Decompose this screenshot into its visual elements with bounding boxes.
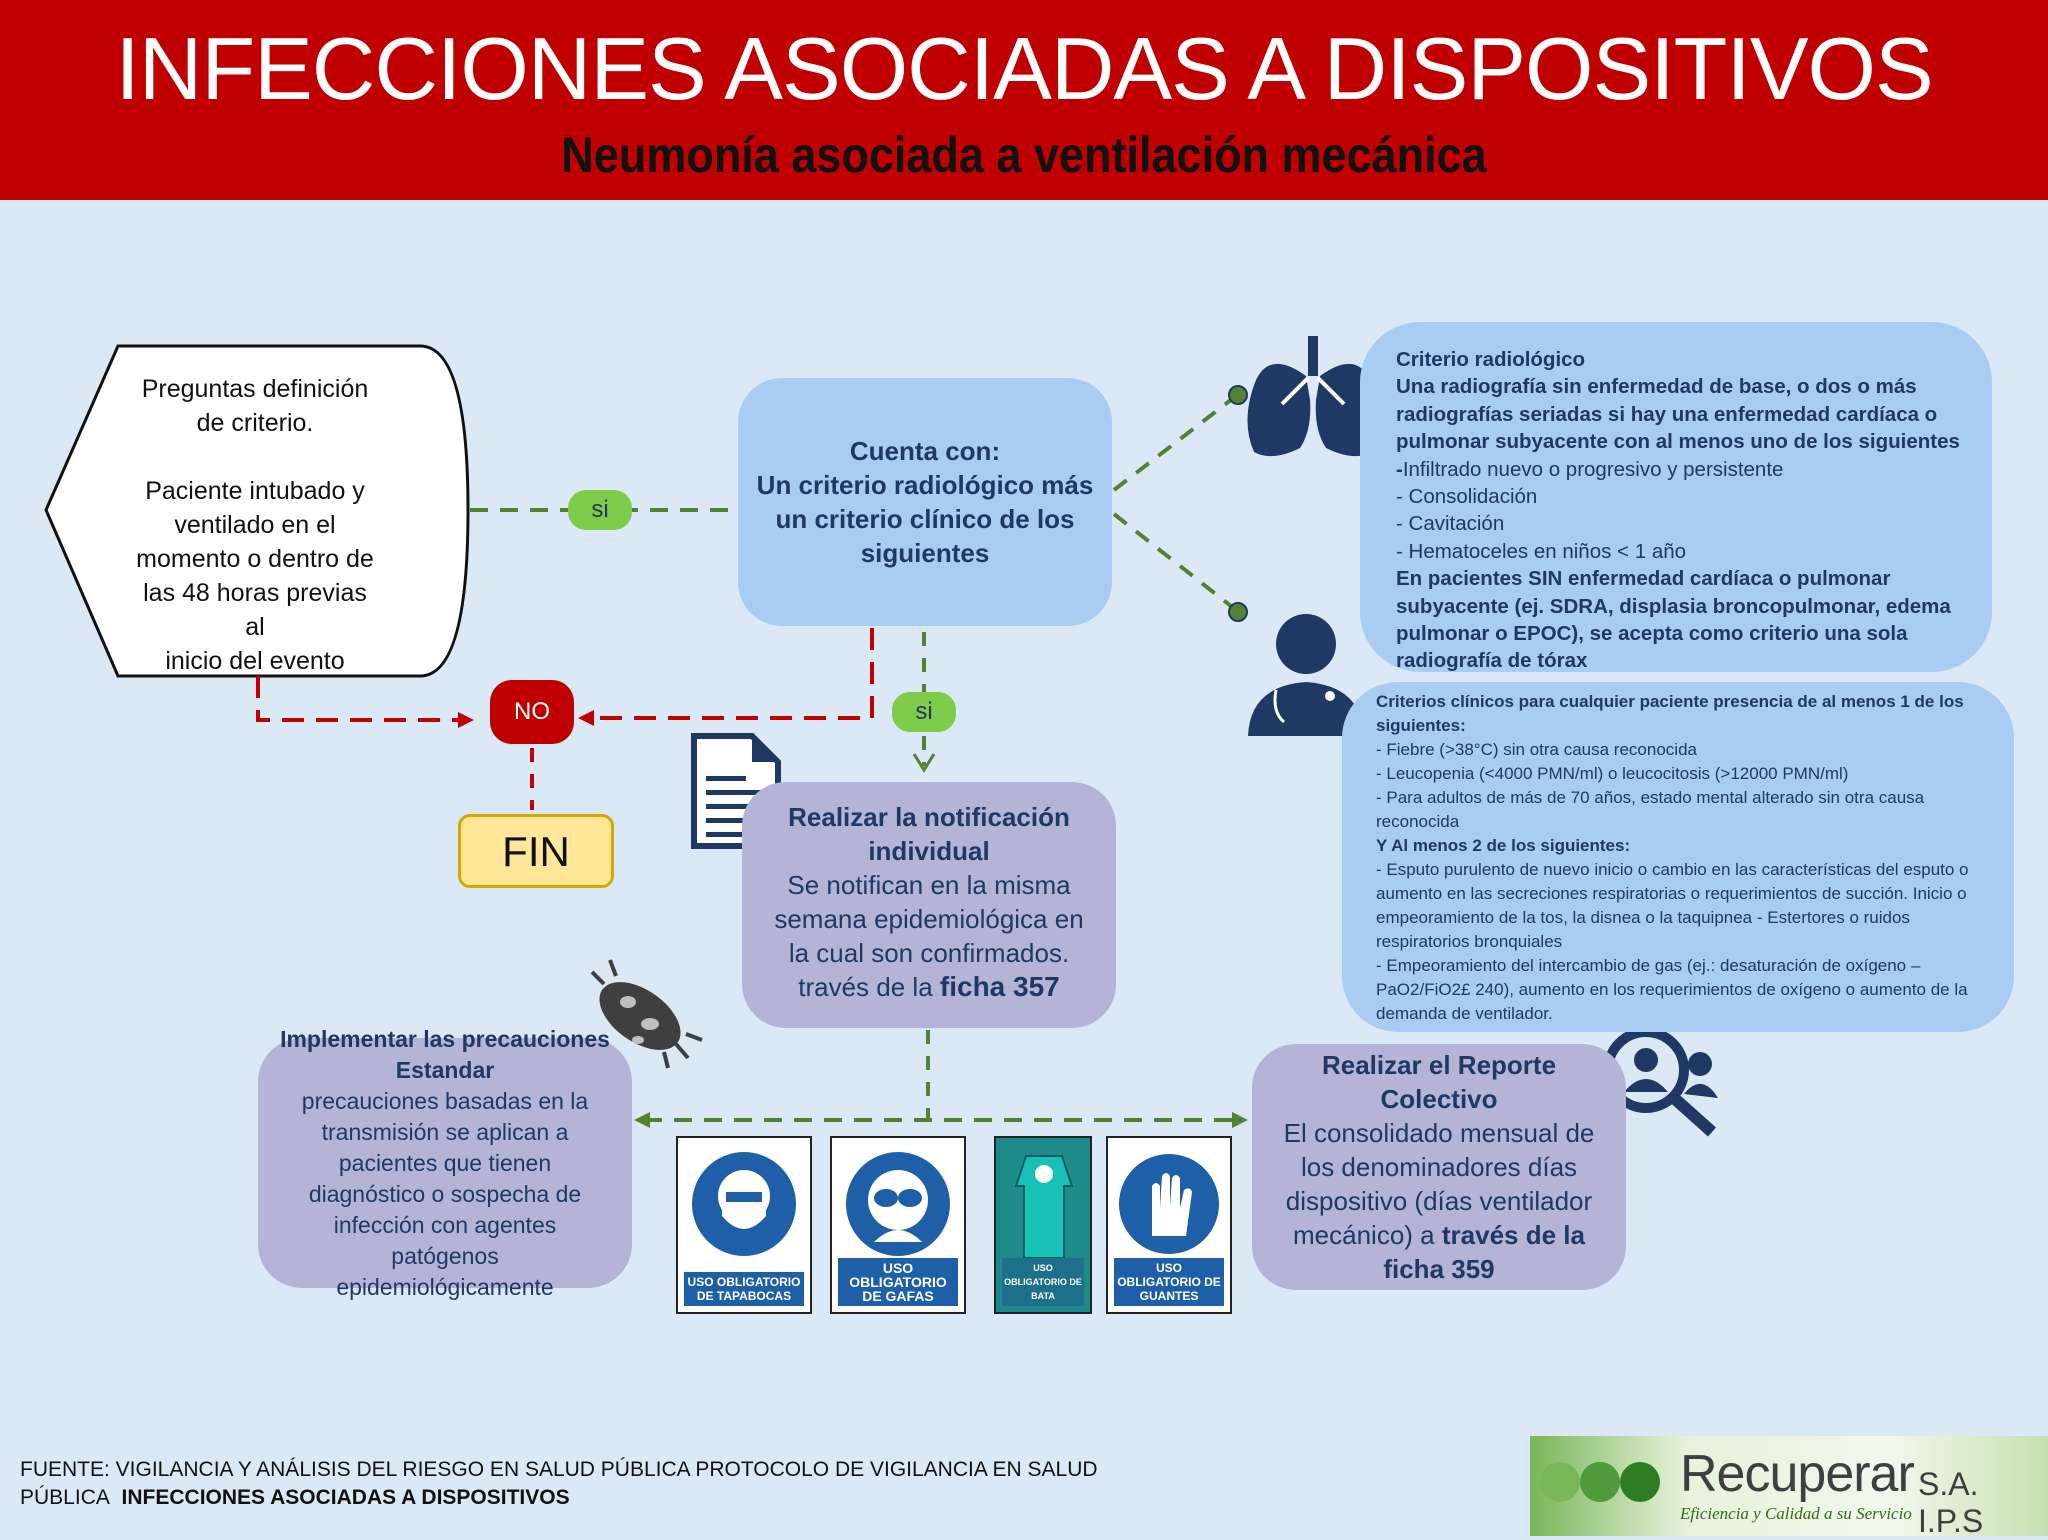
radiologic-note: En pacientes SIN enfermedad cardíaca o p… — [1396, 567, 1951, 673]
clinical-item: - Empeoramiento del intercambio de gas (… — [1376, 956, 1968, 1023]
sign-label: USO OBLIGATORIO DE GUANTES — [1114, 1258, 1224, 1306]
question-line: momento o dentro de — [136, 545, 374, 573]
clinical-item: - Fiebre (>38°C) sin otra causa reconoci… — [1376, 740, 1697, 759]
criteria-question-line: siguientes — [860, 538, 990, 568]
node-radiologico — [1228, 385, 1248, 405]
company-logo — [1530, 1436, 2048, 1536]
node-clinico — [1228, 602, 1248, 622]
mask-icon — [692, 1152, 796, 1256]
arrow-left-no — [578, 710, 594, 726]
header-banner — [0, 0, 2048, 200]
logo-dots-icon — [1540, 1462, 1660, 1502]
yes-label: si — [568, 490, 632, 530]
sign-mask: USO OBLIGATORIO DE TAPABOCAS — [676, 1136, 812, 1314]
notification-text: Se notifican en la misma semana epidemio… — [774, 870, 1084, 1002]
individual-notification-box: Realizar la notificación individual Se n… — [742, 782, 1116, 1028]
report-body: El consolidado mensual de los denominado… — [1276, 1116, 1602, 1286]
notification-ficha: ficha 357 — [939, 971, 1060, 1002]
clinical-criteria-box: Criterios clínicos para cualquier pacien… — [1342, 682, 2014, 1032]
clinical-subtitle: Y Al menos 2 de los siguientes: — [1376, 836, 1631, 855]
clinical-item: - Leucopenia (<4000 PMN/ml) o leucocitos… — [1376, 764, 1849, 783]
notification-body: Se notifican en la misma semana epidemio… — [764, 868, 1094, 1004]
question-line: Paciente intubado y — [145, 477, 365, 505]
sign-label: USO OBLIGATORIO DE TAPABOCAS — [684, 1272, 804, 1306]
arrow-left-precauciones — [634, 1112, 650, 1128]
question-shape — [44, 344, 470, 678]
yes-label: si — [892, 692, 956, 732]
standard-precautions-box: Implementar las precauciones Estandar pr… — [258, 1026, 632, 1300]
arrow-right-no — [458, 712, 474, 728]
doctor-icon — [1248, 614, 1364, 736]
connector-question-no — [256, 676, 462, 722]
source-bold-text: INFECCIONES ASOCIADAS A DISPOSITIVOS — [121, 1486, 570, 1509]
clinical-item: - Esputo purulento de nuevo inicio o cam… — [1376, 860, 1969, 951]
sign-gloves: USO OBLIGATORIO DE GUANTES — [1106, 1136, 1232, 1314]
lungs-icon — [1247, 336, 1379, 457]
logo-suffix: S.A. I.P.S — [1918, 1466, 1984, 1539]
clinical-title: Criterios clínicos para cualquier pacien… — [1376, 692, 1964, 735]
page-title: INFECCIONES ASOCIADAS A DISPOSITIVOS — [115, 19, 1933, 118]
logo-tagline: Eficiencia y Calidad a su Servicio — [1680, 1504, 1912, 1523]
report-ficha: través de la ficha 359 — [1383, 1220, 1585, 1284]
radiologic-title: Criterio radiológico — [1396, 348, 1586, 371]
radiologic-intro: Una radiografía sin enfermedad de base, … — [1396, 375, 1960, 454]
report-title: Realizar el Reporte Colectivo — [1321, 1050, 1557, 1114]
criteria-question-box: Cuenta con: Un criterio radiológico más … — [738, 378, 1112, 626]
sign-label: USO OBLIGATORIO DE BATA — [1002, 1258, 1084, 1306]
sign-label: USO OBLIGATORIO DE GAFAS — [838, 1258, 958, 1306]
precautions-title: Implementar las precauciones Estandar — [280, 1025, 610, 1083]
source-text: FUENTE: VIGILANCIA Y ANÁLISIS DEL RIESGO… — [20, 1458, 1098, 1509]
gown-icon — [1014, 1155, 1074, 1259]
radiologic-item: -Infiltrado nuevo o progresivo y persist… — [1396, 456, 1964, 483]
report-text: El consolidado mensual de los denominado… — [1283, 1118, 1595, 1250]
radiologic-item: - Hematoceles en niños < 1 año — [1396, 539, 1687, 563]
connector-cuenta-clinico — [1112, 512, 1238, 612]
question-line: Preguntas definición — [141, 375, 369, 403]
radiologic-criteria-box: Criterio radiológico Una radiografía sin… — [1360, 322, 1992, 672]
logo-name: Recuperar — [1680, 1445, 1915, 1503]
connector-cuenta-no — [592, 628, 874, 720]
clinical-item: - Para adultos de más de 70 años, estado… — [1376, 788, 1925, 831]
radiologic-item-dash: - — [1396, 457, 1403, 481]
sign-goggles: USO OBLIGATORIO DE GAFAS — [830, 1136, 966, 1314]
gloves-icon — [1119, 1154, 1219, 1254]
bacteria-icon — [590, 959, 703, 1069]
question-definition: Preguntas definición de criterio. Pacien… — [130, 372, 380, 678]
criteria-question-line: Cuenta con: — [849, 436, 1001, 466]
sign-gown: USO OBLIGATORIO DE BATA — [994, 1136, 1092, 1314]
question-line: de criterio. — [196, 409, 314, 437]
criteria-question-line: Un criterio radiológico más — [756, 470, 1094, 500]
source-footer: FUENTE: VIGILANCIA Y ANÁLISIS DEL RIESGO… — [20, 1456, 1180, 1512]
radiologic-item-text: Infiltrado nuevo o progresivo y persiste… — [1402, 457, 1784, 481]
radiologic-item: - Cavitación — [1396, 512, 1505, 536]
question-line: inicio del evento — [165, 647, 345, 675]
question-line: ventilado en el — [174, 511, 336, 539]
criteria-question-line: un criterio clínico de los — [775, 504, 1075, 534]
notification-title: Realizar la notificación individual — [788, 802, 1070, 866]
arrow-down-notificacion — [912, 753, 936, 773]
arrow-right-reporte — [1232, 1112, 1248, 1128]
radiologic-item: - Consolidación — [1396, 485, 1538, 509]
page-subtitle: Neumonía asociada a ventilación mecánica — [561, 127, 1487, 183]
question-line: las 48 horas previas al — [143, 579, 367, 641]
no-label: NO — [490, 680, 574, 744]
connector-cuenta-radiologico — [1112, 394, 1238, 492]
collective-report-box: Realizar el Reporte Colectivo El consoli… — [1252, 1044, 1626, 1290]
end-box: FIN — [458, 814, 614, 888]
precautions-body: precauciones basadas en la transmisión s… — [301, 1087, 589, 1300]
goggles-icon — [846, 1152, 950, 1256]
